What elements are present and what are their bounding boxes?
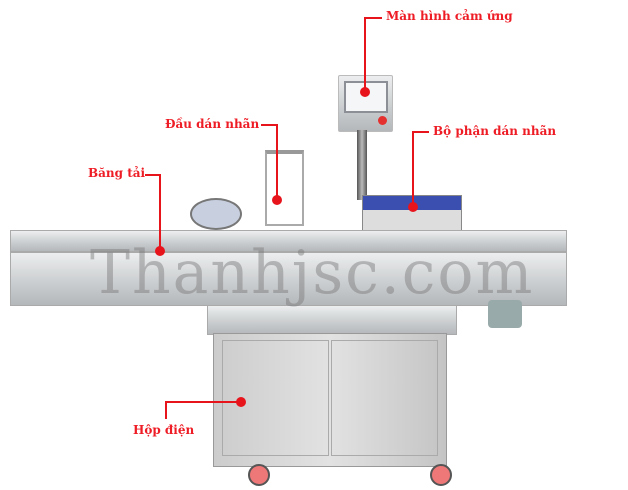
marker-dot: [236, 397, 246, 407]
label-label-head: Đầu dán nhãn: [165, 117, 260, 131]
leader-line: [412, 131, 414, 206]
cabinet: [213, 333, 447, 467]
stop-button: [378, 116, 387, 125]
wheel: [248, 464, 270, 486]
label-touch-screen: Màn hình cảm ứng: [386, 9, 513, 23]
label-conveyor: Băng tải: [88, 166, 146, 180]
wheel: [430, 464, 452, 486]
leader-line: [165, 401, 239, 403]
marker-dot: [408, 202, 418, 212]
leader-line: [165, 401, 167, 419]
marker-dot: [272, 195, 282, 205]
marker-dot: [155, 246, 165, 256]
leader-line: [145, 174, 161, 176]
leader-line: [276, 124, 278, 198]
leader-line: [261, 124, 278, 126]
touch-screen: [344, 81, 388, 113]
label-labeling-unit: Bộ phận dán nhãn: [433, 124, 557, 138]
leader-line: [159, 174, 161, 249]
label-control-box: Hộp điện: [133, 423, 195, 437]
marker-dot: [360, 87, 370, 97]
cabinet-top: [207, 305, 457, 335]
cabinet-door-left: [222, 340, 329, 456]
leader-line: [364, 17, 382, 19]
conveyor-rail: [10, 230, 567, 252]
label-roll: [190, 198, 242, 230]
leader-line: [412, 131, 429, 133]
column: [357, 130, 367, 200]
leader-line: [364, 17, 366, 89]
cabinet-door-right: [331, 340, 438, 456]
conveyor-body: [10, 252, 567, 306]
label-head-frame: [265, 150, 304, 226]
motor: [488, 300, 522, 328]
